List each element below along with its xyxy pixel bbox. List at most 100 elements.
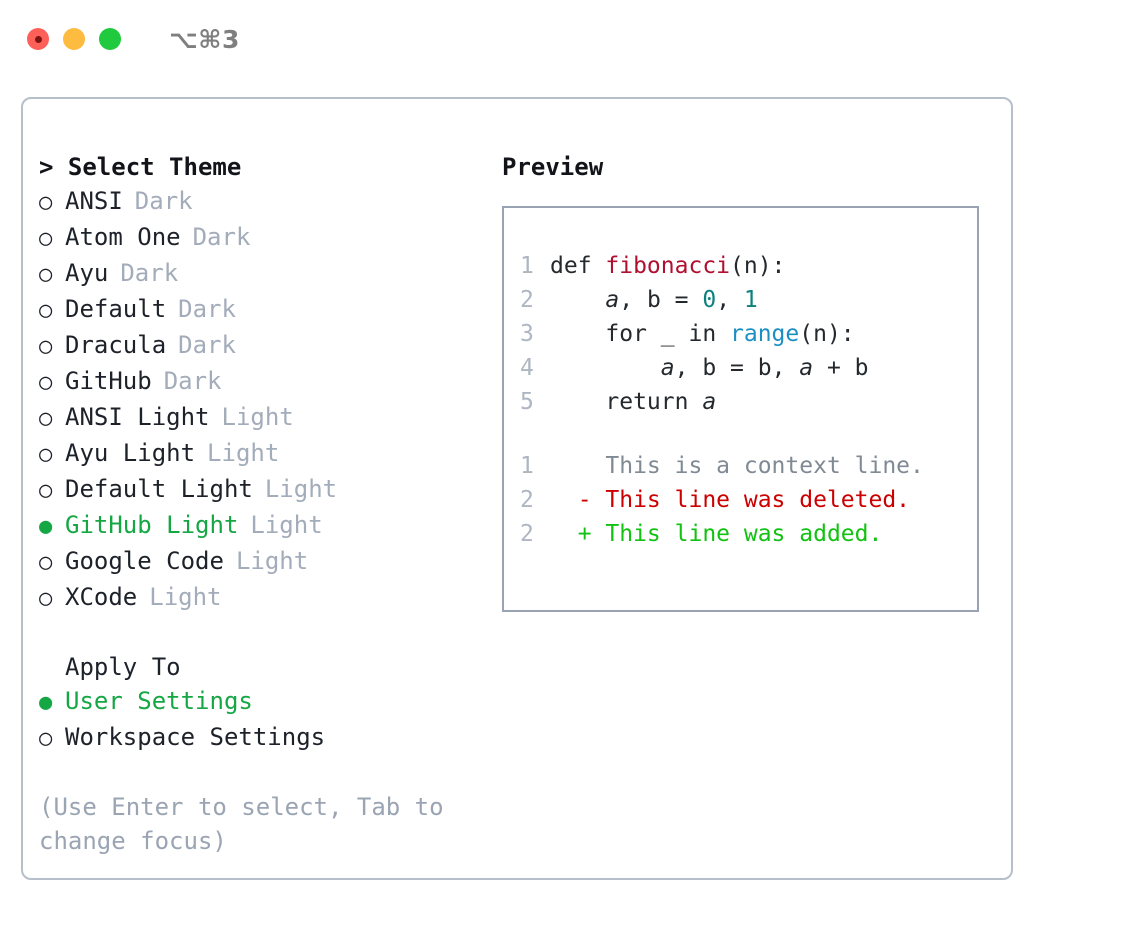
close-icon (34, 35, 42, 43)
radio-unselected-icon: ○ (39, 406, 53, 431)
window-title: ⌥⌘3 (169, 24, 240, 54)
theme-option-tag: Light (250, 511, 323, 539)
diff-line-number: 2 (520, 521, 534, 547)
code-token-plain: (n): (799, 321, 855, 347)
radio-selected-icon: ● (39, 690, 53, 715)
diff-block: 1 This is a context line.2 - This line w… (520, 449, 924, 551)
diff-marker (550, 449, 592, 483)
preview-header: Preview (502, 153, 604, 181)
diff-text: This line was added. (591, 521, 883, 547)
code-token-var: a (702, 389, 717, 415)
theme-option-label: Ayu (65, 259, 109, 287)
theme-option-label: XCode (65, 583, 138, 611)
diff-line-added: 2 + This line was added. (520, 517, 924, 551)
theme-option-dracula[interactable]: ○ Dracula Dark (39, 328, 479, 364)
code-token-plain: + b (813, 355, 869, 381)
code-token-plain: for _ in (605, 321, 731, 347)
diff-marker: + (550, 521, 592, 547)
code-line-number: 3 (520, 321, 534, 347)
radio-unselected-icon: ○ (39, 478, 53, 503)
theme-option-label: Google Code (65, 547, 224, 575)
code-token-plain: return (605, 389, 703, 415)
radio-unselected-icon: ○ (39, 190, 53, 215)
code-line: 5 return a (520, 385, 924, 419)
code-token-plain: (n): (730, 253, 786, 279)
code-diff-gap (520, 419, 924, 449)
theme-option-tag: Dark (120, 259, 179, 287)
code-indent (550, 351, 661, 385)
radio-unselected-icon: ○ (39, 550, 53, 575)
theme-option-tag: Light (149, 583, 222, 611)
theme-option-label: Default Light (65, 475, 253, 503)
theme-option-tag: Light (235, 547, 309, 575)
code-indent (550, 317, 605, 351)
theme-option-tag: Dark (178, 331, 236, 359)
radio-unselected-icon: ○ (39, 262, 53, 287)
theme-option-github-light[interactable]: ● GitHub Light Light (39, 508, 479, 544)
code-line-number: 2 (520, 287, 534, 313)
theme-option-atom-one[interactable]: ○ Atom One Dark (39, 220, 479, 256)
code-token-var: a (660, 355, 675, 381)
code-token-plain: , b = b, (674, 355, 800, 381)
theme-option-tag: Dark (192, 223, 251, 251)
theme-option-tag: Light (221, 403, 294, 431)
select-theme-header: > Select Theme (39, 153, 242, 181)
code-token-num: 1 (743, 287, 758, 313)
code-line: 2 a, b = 0, 1 (520, 283, 924, 317)
theme-option-google-code[interactable]: ○ Google Code Light (39, 544, 479, 580)
apply-to-option-workspace-settings[interactable]: ○Workspace Settings (39, 720, 479, 756)
theme-option-ayu[interactable]: ○ Ayu Dark (39, 256, 479, 292)
radio-unselected-icon: ○ (39, 298, 53, 323)
code-token-var: a (799, 355, 814, 381)
traffic-lights (27, 28, 121, 50)
diff-text: This is a context line. (591, 453, 924, 479)
theme-option-tag: Dark (134, 187, 193, 215)
code-token-plain: b (646, 287, 661, 313)
code-token-var: a (605, 287, 620, 313)
radio-unselected-icon: ○ (39, 226, 53, 251)
apply-to-list[interactable]: ● User Settings ○Workspace Settings (39, 684, 479, 756)
radio-unselected-icon: ○ (39, 370, 53, 395)
close-window-button[interactable] (27, 28, 49, 50)
theme-option-label: ANSI (65, 187, 123, 215)
keyboard-hint: (Use Enter to select, Tab to change focu… (39, 793, 459, 855)
apply-to-header: Apply To (65, 653, 181, 681)
apply-to-option-label: Workspace Settings (65, 723, 326, 751)
diff-line-number: 1 (520, 453, 534, 479)
radio-unselected-icon: ○ (39, 442, 53, 467)
title-bar: ⌥⌘3 (0, 0, 1140, 78)
radio-selected-icon: ● (39, 514, 53, 539)
diff-line-number: 2 (520, 487, 534, 513)
theme-option-tag: Light (207, 439, 280, 467)
diff-line-deleted: 2 - This line was deleted. (520, 483, 924, 517)
code-line: 4 a, b = b, a + b (520, 351, 924, 385)
code-line: 3 for _ in range(n): (520, 317, 924, 351)
diff-marker: - (550, 487, 592, 513)
theme-option-label: Atom One (65, 223, 181, 251)
code-token-plain: = (660, 287, 703, 313)
theme-option-ansi[interactable]: ○ ANSI Dark (39, 184, 479, 220)
theme-option-tag: Dark (178, 295, 236, 323)
zoom-window-button[interactable] (99, 28, 121, 50)
apply-to-option-user-settings[interactable]: ● User Settings (39, 684, 479, 720)
theme-option-label: Dracula (65, 331, 167, 359)
code-line-number: 4 (520, 355, 534, 381)
minimize-window-button[interactable] (63, 28, 85, 50)
apply-to-option-label: User Settings (65, 687, 253, 715)
diff-line-context: 1 This is a context line. (520, 449, 924, 483)
radio-unselected-icon: ○ (39, 334, 53, 359)
theme-option-label: GitHub Light (65, 511, 239, 539)
